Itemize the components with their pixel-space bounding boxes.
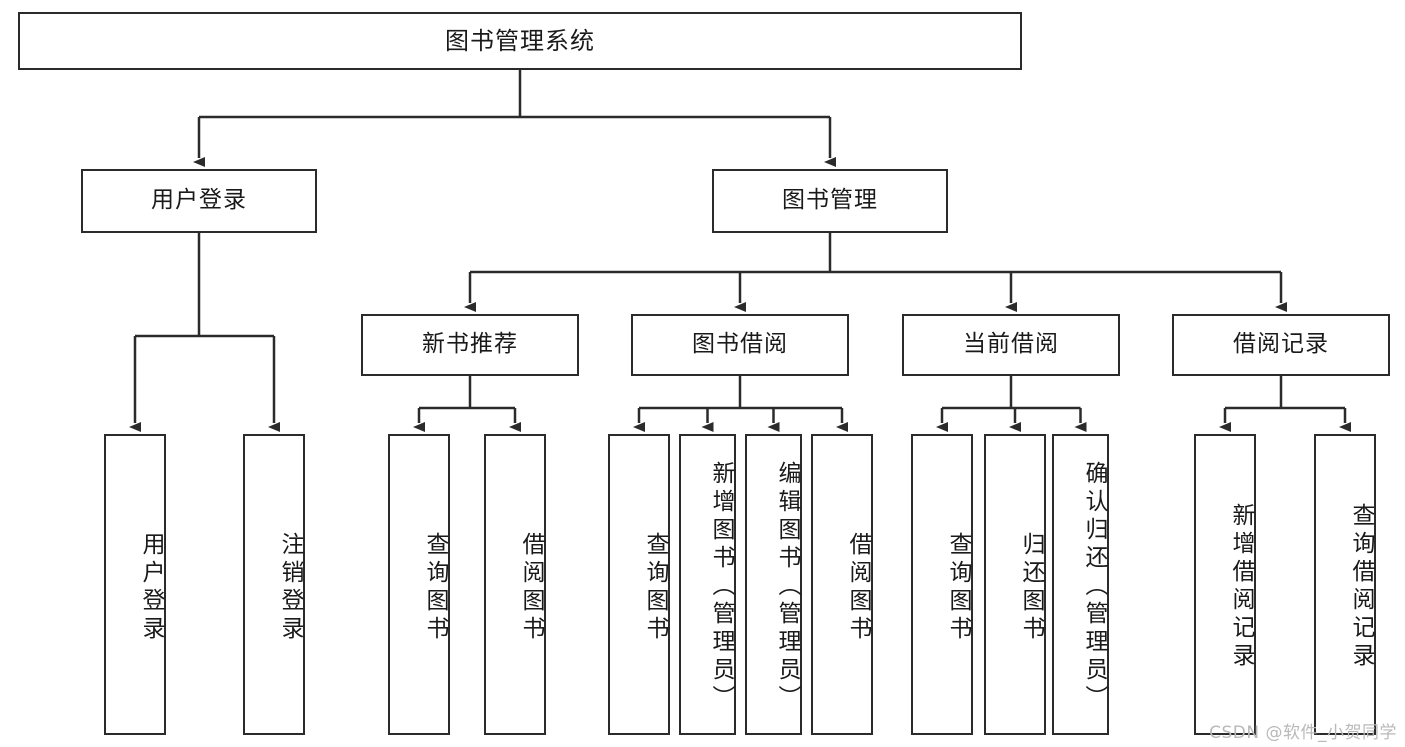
node-label: 借阅记录 — [1233, 331, 1329, 358]
node-label: 图书借阅 — [692, 331, 788, 358]
node-current-borrow[interactable]: 当前借阅 — [902, 314, 1120, 376]
node-label: 查询图书 — [642, 531, 668, 644]
node-user-login[interactable]: 用户登录 — [81, 169, 317, 233]
node-label: 用户登录 — [151, 187, 247, 214]
node-leaf-borrow-book-br[interactable]: 借阅图书 — [811, 434, 873, 735]
node-label: 注销登录 — [277, 531, 303, 644]
node-label: 新书推荐 — [422, 331, 518, 358]
node-label: 编辑图书（管理员） — [774, 460, 800, 713]
node-label: 图书管理系统 — [445, 26, 595, 55]
node-label: 图书管理 — [782, 187, 878, 214]
node-leaf-query-book-cb[interactable]: 查询图书 — [911, 434, 973, 735]
node-leaf-user-login[interactable]: 用户登录 — [104, 434, 166, 735]
node-label: 新增图书（管理员） — [708, 460, 734, 713]
node-borrow-record[interactable]: 借阅记录 — [1172, 314, 1390, 376]
node-root[interactable]: 图书管理系统 — [18, 12, 1022, 70]
node-leaf-logout[interactable]: 注销登录 — [243, 434, 305, 735]
node-leaf-return-book[interactable]: 归还图书 — [984, 434, 1046, 735]
node-leaf-edit-book[interactable]: 编辑图书（管理员） — [745, 434, 802, 735]
node-leaf-borrow-book-rec[interactable]: 借阅图书 — [484, 434, 546, 735]
node-leaf-confirm-return[interactable]: 确认归还（管理员） — [1052, 434, 1109, 735]
node-label: 查询图书 — [945, 531, 971, 644]
node-leaf-add-book[interactable]: 新增图书（管理员） — [679, 434, 736, 735]
node-label: 归还图书 — [1018, 531, 1044, 644]
node-label: 当前借阅 — [963, 331, 1059, 358]
node-leaf-query-book-br[interactable]: 查询图书 — [608, 434, 670, 735]
node-label: 查询图书 — [422, 531, 448, 644]
node-label: 查询借阅记录 — [1348, 502, 1374, 671]
node-label: 确认归还（管理员） — [1081, 460, 1107, 713]
node-label: 用户登录 — [138, 531, 164, 644]
node-leaf-query-book-rec[interactable]: 查询图书 — [388, 434, 450, 735]
node-leaf-add-record[interactable]: 新增借阅记录 — [1194, 434, 1256, 735]
node-new-book-rec[interactable]: 新书推荐 — [361, 314, 579, 376]
node-book-borrow[interactable]: 图书借阅 — [631, 314, 849, 376]
node-label: 借阅图书 — [518, 531, 544, 644]
node-label: 新增借阅记录 — [1228, 502, 1254, 671]
node-book-manage[interactable]: 图书管理 — [712, 169, 948, 233]
node-leaf-query-record[interactable]: 查询借阅记录 — [1314, 434, 1376, 735]
node-label: 借阅图书 — [845, 531, 871, 644]
